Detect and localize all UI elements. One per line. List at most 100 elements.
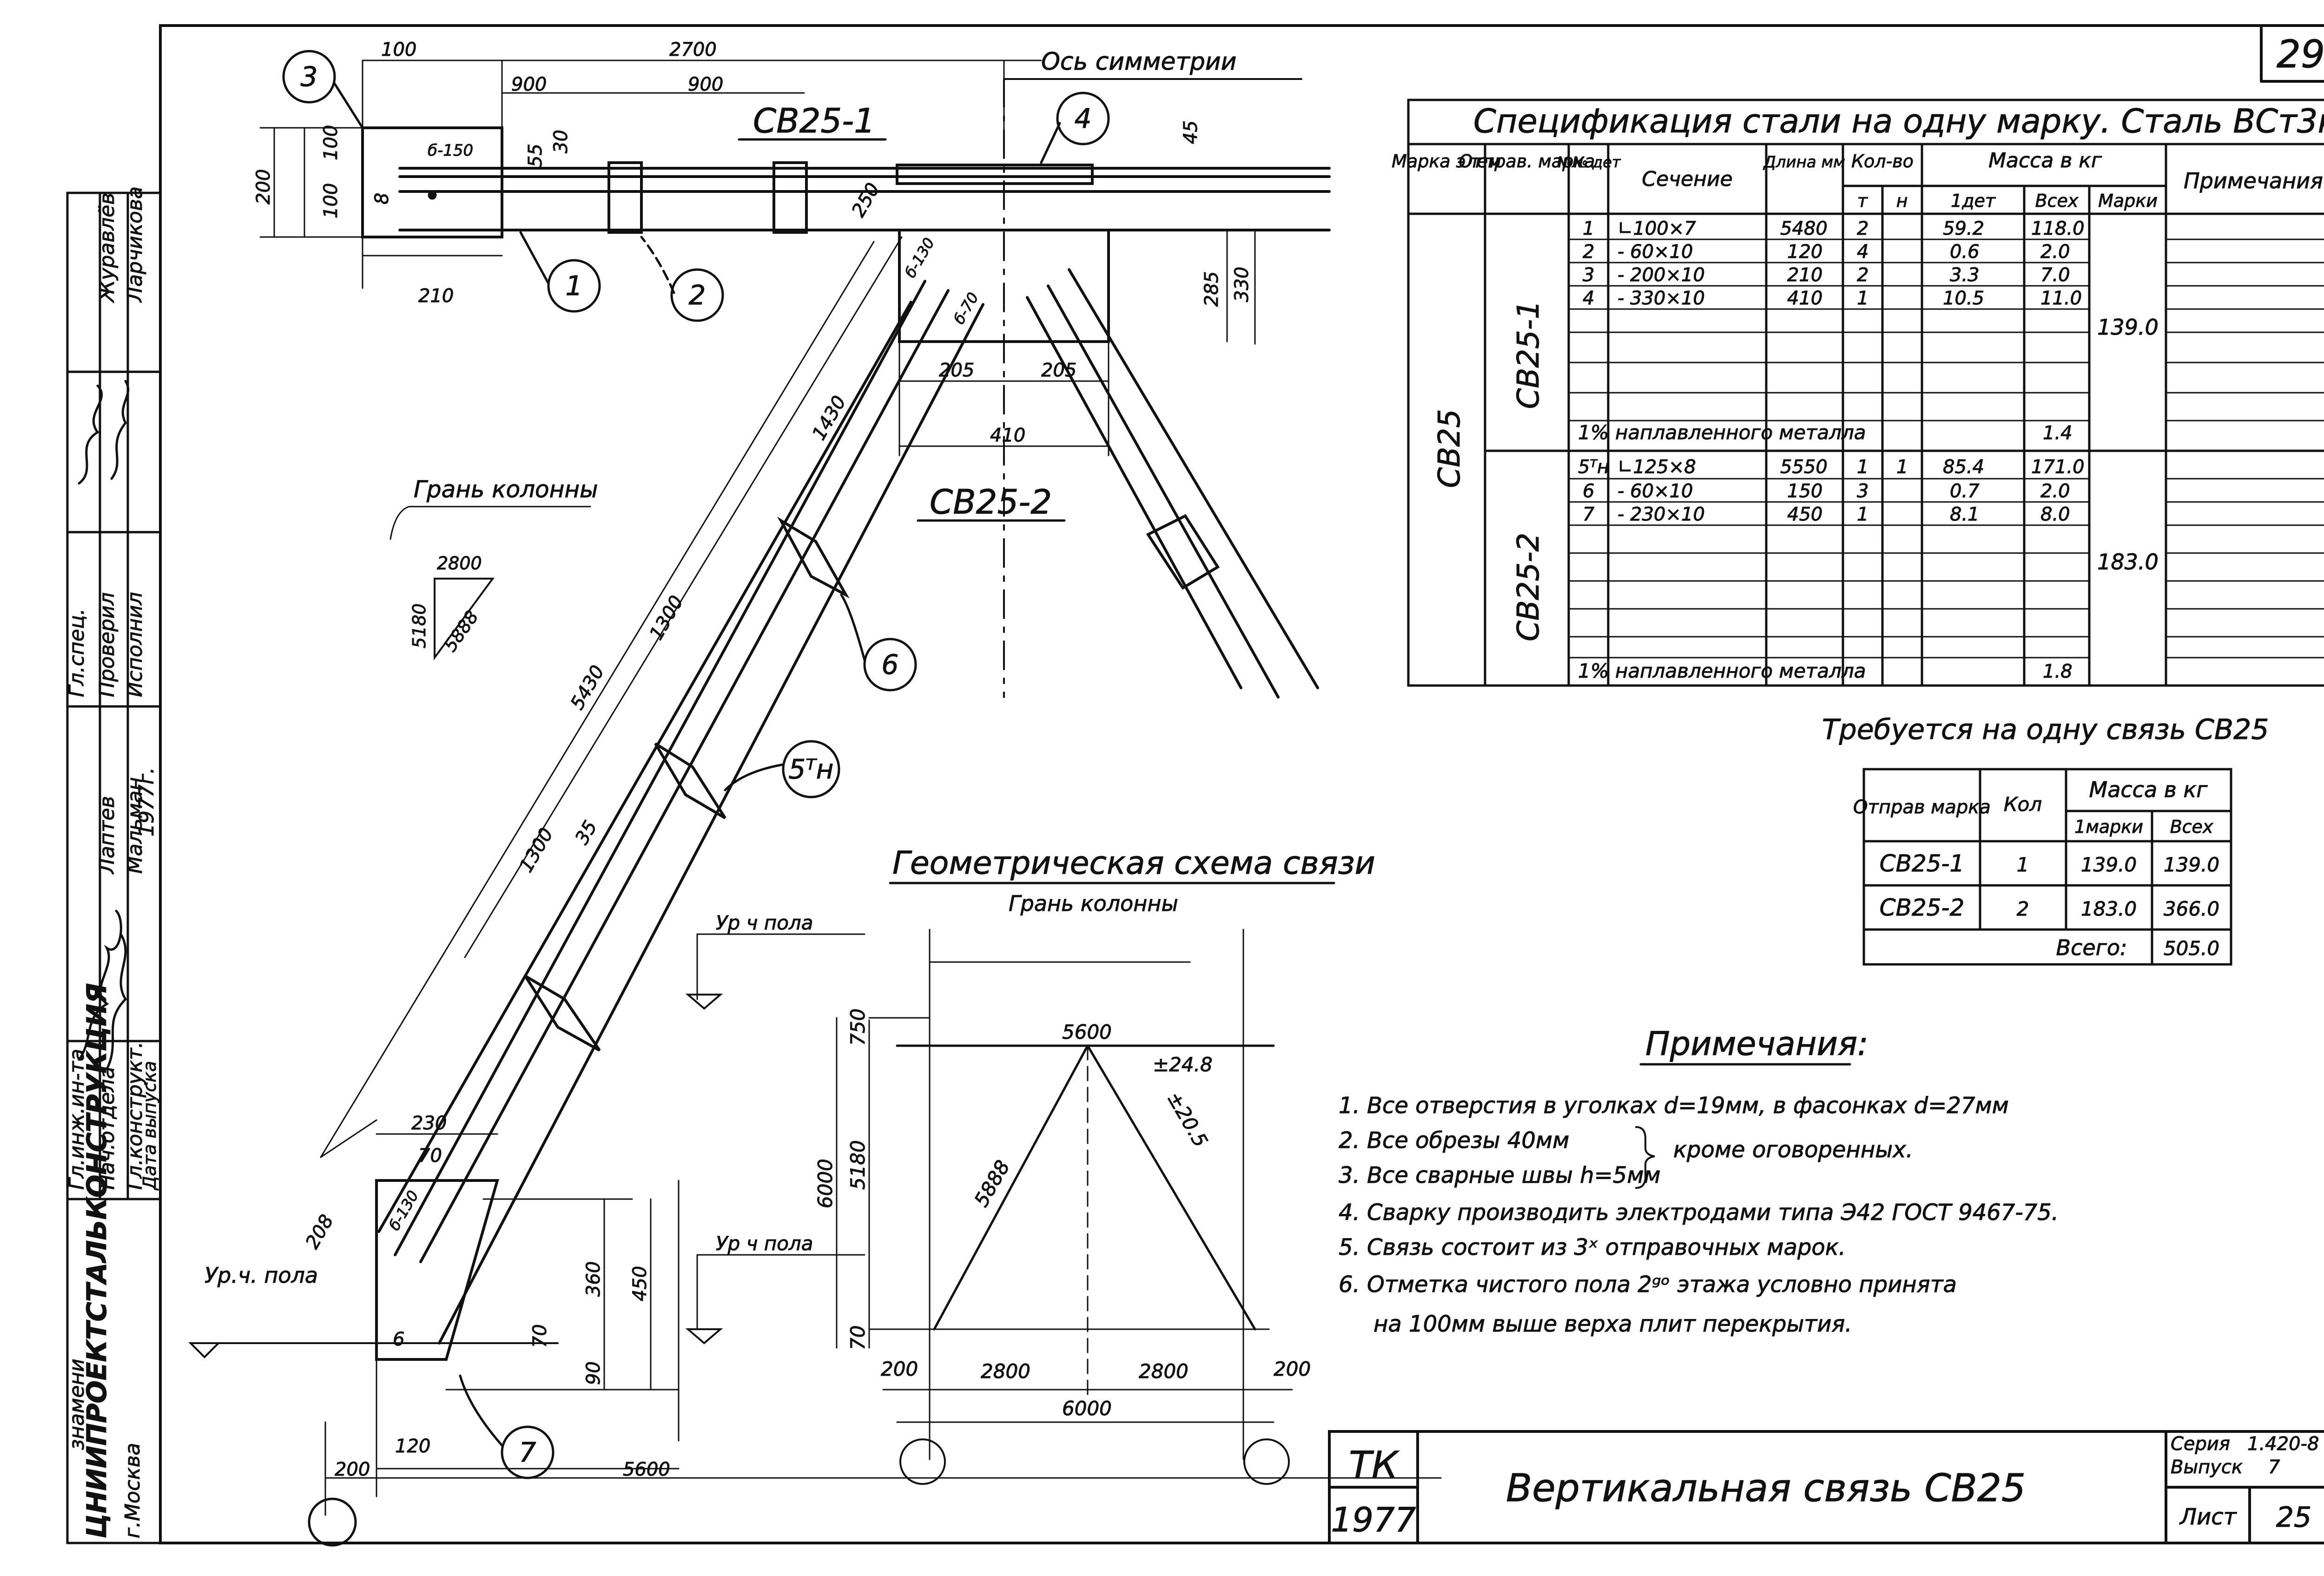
dim-1300a: 1300	[646, 592, 688, 644]
g2-r3-sec: - 230×10	[1618, 504, 1705, 525]
hdr-qty-n: н	[1896, 191, 1908, 211]
required-table	[1862, 768, 2232, 966]
dim-35: 35	[571, 817, 601, 848]
g2-r2-mall: 2.0	[2040, 481, 2070, 502]
stamp-role-3: Гл.конструкт.	[123, 1042, 147, 1190]
g2-r3-t: 1	[1857, 504, 1868, 525]
req-r2-qty: 2	[2017, 897, 2029, 920]
right-diagonal	[1026, 268, 1319, 699]
req-r1-mark: СВ25-1	[1880, 850, 1965, 877]
column-axis-scheme-right	[1243, 1438, 1290, 1485]
scheme-guides	[696, 929, 1293, 1460]
tb-series-value: 1.420-8	[2247, 1433, 2319, 1455]
note-brace	[1635, 1126, 1655, 1189]
dim-200b: 200	[335, 1459, 370, 1480]
g1-r4-mall: 11.0	[2040, 288, 2082, 309]
scheme-height-total: 6000	[814, 1159, 837, 1208]
dim-1300b: 1300	[515, 824, 558, 876]
g2-r1-mall: 171.0	[2031, 456, 2085, 478]
dim-208: 208	[302, 1211, 338, 1253]
g2-r3-no: 7	[1583, 504, 1595, 525]
dim-70: 70	[418, 1145, 442, 1167]
g1-r2-t: 4	[1857, 241, 1868, 263]
req-r1-qty: 1	[2017, 853, 2029, 876]
hdr-length: Длина мм	[1763, 153, 1845, 171]
callout-7	[501, 1425, 555, 1479]
hdr-section: Сечение	[1642, 167, 1732, 191]
dim-45: 45	[1180, 120, 1202, 144]
req-total-label: Всего:	[2056, 935, 2127, 960]
g1-r2-len: 120	[1787, 241, 1822, 263]
spacer-plate-a	[607, 161, 643, 234]
scheme-level-markers	[685, 994, 723, 1345]
column-face-leader	[390, 506, 591, 540]
dim-285: 285	[1201, 271, 1222, 307]
dim-100a: 100	[320, 125, 342, 160]
note-brace-text: кроме оговоренных.	[1673, 1137, 1913, 1163]
scheme-top-offset: 750	[846, 1009, 869, 1046]
note-4: 4. Сварку производить электродами типа Э…	[1339, 1200, 2059, 1226]
g1-r1-no: 1	[1583, 218, 1594, 239]
elem-mark: СВ25	[1433, 409, 1467, 488]
g1-r3-t: 2	[1857, 264, 1868, 286]
g2-r2-len: 150	[1787, 481, 1822, 502]
scheme-edge-right: 200	[1274, 1358, 1311, 1380]
dim-230: 230	[411, 1113, 447, 1134]
callout-1-label: 1	[566, 270, 583, 302]
req-hdr-mass-all: Всех	[2170, 817, 2213, 837]
note-1: 1. Все отверстия в уголках d=19мм, в фас…	[1339, 1093, 2009, 1119]
spec-row-lines	[1568, 238, 2324, 659]
dim-330: 330	[1231, 267, 1253, 302]
dim-100b: 100	[320, 183, 342, 218]
g1-r4-sec: - 330×10	[1618, 288, 1705, 309]
callout-1	[547, 259, 601, 313]
mark-mass-2: 183.0	[2097, 549, 2159, 574]
tb-series-label: Серия	[2171, 1433, 2230, 1455]
hdr-mass-all: Всех	[2035, 191, 2079, 211]
dim-100-top: 100	[381, 39, 416, 60]
callout-4-label: 4	[1075, 103, 1092, 134]
g1-r1-m1: 59.2	[1943, 218, 1984, 239]
spacer-plate-b	[772, 161, 808, 234]
req-r2-mall: 366.0	[2164, 897, 2219, 920]
bolt-hole	[428, 191, 437, 200]
stamp-org: ЦНИИПРОЕКТСТАЛЬКОНСТРУКЦИЯ	[81, 983, 112, 1538]
side-stamp	[66, 191, 162, 1544]
hdr-ship-mark: Отправ. марка	[1459, 151, 1595, 171]
g1-r4-len: 410	[1787, 288, 1822, 309]
symmetry-axis	[1003, 78, 1302, 698]
g1-r4-t: 1	[1857, 288, 1868, 309]
scheme-lines	[896, 1044, 1275, 1331]
dim-90: 90	[583, 1361, 604, 1385]
dim-70b: 70	[529, 1324, 551, 1348]
scheme-bottom-span: 6000	[1062, 1397, 1112, 1420]
signature-1	[78, 910, 122, 1061]
req-total: 505.0	[2164, 937, 2219, 960]
note-2: 2. Все обрезы 40мм	[1339, 1128, 1569, 1154]
diagonal-spacers	[524, 514, 1220, 1052]
scheme-half-right: 2800	[1139, 1360, 1188, 1383]
hdr-part-no: №№ дет	[1556, 153, 1621, 171]
g2-r2-sec: - 60×10	[1618, 481, 1693, 502]
g2-r3-m1: 8.1	[1950, 504, 1980, 525]
stamp-name-2: Мальман	[123, 777, 147, 874]
g1-r2-mall: 2.0	[2040, 241, 2070, 263]
signature-3	[78, 384, 103, 485]
req-r1-mall: 139.0	[2164, 853, 2219, 876]
required-title: Требуется на одну связь СВ25	[1822, 713, 2269, 746]
signature-2	[106, 933, 127, 1070]
slope-top: 2800	[437, 553, 482, 574]
bolt-70: б-70	[950, 290, 982, 327]
sheet-frame	[159, 24, 2324, 1544]
g2-r1-no: 5ᵀн	[1578, 456, 1609, 478]
column-face-label: Грань колонны	[414, 476, 598, 503]
g1-r1-mall: 118.0	[2031, 218, 2085, 239]
note-7: на 100мм выше верха плит перекрытия.	[1373, 1311, 1852, 1337]
dim-8: 8	[371, 193, 393, 204]
note-5: 5. Связь состоит из 3ˣ отправочных марок…	[1339, 1234, 1846, 1260]
hdr-mark-elem: Марка элем	[1392, 151, 1501, 171]
left-diagonal	[377, 280, 984, 1345]
scheme-diag-right: ±20.5	[1162, 1088, 1212, 1151]
scheme-title: Геометрическая схема связи	[892, 845, 1375, 882]
callout-3-label: 3	[301, 61, 318, 92]
